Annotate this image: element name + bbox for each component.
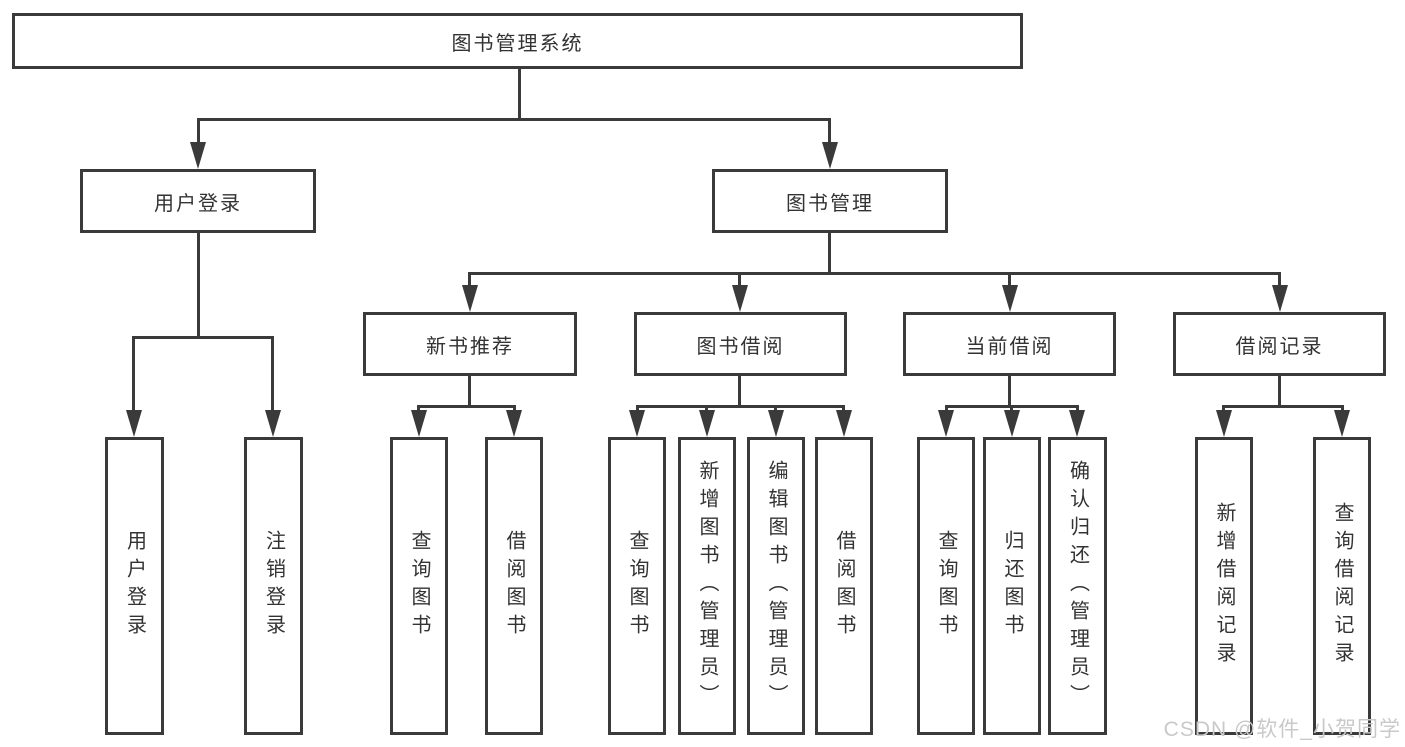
connector-drop — [842, 407, 845, 412]
leaf-query-books-borrowing: 查询图书 — [608, 437, 666, 735]
connector-drop-book-management — [828, 120, 831, 145]
connector-drop-borrow-records — [1278, 274, 1281, 287]
leaf-borrow-books-borrowing: 借阅图书 — [815, 437, 873, 735]
leaf-label: 编辑图书（管理员） — [765, 460, 787, 712]
arrowhead-leaf-user-login — [126, 410, 142, 437]
connector-book-management-bus — [468, 272, 1281, 275]
arrowhead-confirm-return-d — [1069, 410, 1085, 437]
node-label: 借阅记录 — [1235, 335, 1324, 358]
connector-drop — [1341, 407, 1344, 412]
leaf-add-borrow-record: 新增借阅记录 — [1195, 437, 1253, 735]
leaf-label: 新增借阅记录 — [1213, 502, 1235, 670]
connector-drop-new-book — [468, 274, 471, 287]
arrowhead-leaf-logout — [265, 410, 281, 437]
connector-root-bus — [197, 118, 831, 121]
connector-drop — [705, 407, 708, 412]
connector-book-borrow-bus — [636, 405, 845, 408]
connector-current-borrow-bus — [945, 405, 1079, 408]
node-new-book-recommendation: 新书推荐 — [363, 312, 577, 376]
connector-drop — [1076, 407, 1079, 412]
arrowhead-borrow-records — [1272, 285, 1288, 312]
leaf-label: 查询图书 — [626, 530, 648, 642]
connector-drop — [636, 407, 639, 412]
node-label: 当前借阅 — [965, 335, 1054, 358]
arrowhead-book-management — [822, 142, 838, 169]
leaf-label: 确认归还（管理员） — [1066, 460, 1089, 712]
connector-drop — [417, 407, 420, 412]
connector-drop-current-borrow — [1008, 274, 1011, 287]
leaf-confirm-return-admin: 确认归还（管理员） — [1048, 437, 1107, 735]
connector-drop — [774, 407, 777, 412]
leaf-add-books-admin: 新增图书（管理员） — [678, 437, 736, 735]
connector-book-borrow-stem — [738, 376, 741, 407]
leaf-return-books: 归还图书 — [983, 437, 1041, 735]
arrowhead-return-books-d — [1004, 410, 1020, 437]
leaf-query-books-recommend: 查询图书 — [390, 437, 448, 735]
arrowhead-query-books-b — [411, 410, 427, 437]
arrowhead-query-books-d — [938, 410, 954, 437]
node-label: 用户登录 — [154, 192, 242, 215]
arrowhead-add-books-c — [699, 410, 715, 437]
arrowhead-edit-books-c — [768, 410, 784, 437]
connector-drop — [1222, 407, 1225, 412]
leaf-label: 用户登录 — [123, 530, 146, 642]
connector-drop-leaf-logout — [271, 338, 274, 412]
leaf-logout: 注销登录 — [244, 437, 303, 735]
node-label: 图书管理 — [786, 192, 874, 215]
connector-new-book-stem — [468, 376, 471, 407]
leaf-label: 查询图书 — [935, 530, 957, 642]
arrowhead-query-books-c — [629, 410, 645, 437]
arrowhead-current-borrow — [1002, 285, 1018, 312]
leaf-query-books-current: 查询图书 — [917, 437, 975, 735]
connector-drop-leaf-user-login — [132, 338, 135, 412]
leaf-label: 归还图书 — [1001, 530, 1023, 642]
node-book-management: 图书管理 — [712, 169, 948, 233]
arrowhead-new-book — [462, 285, 478, 312]
node-current-borrowing: 当前借阅 — [903, 312, 1116, 376]
connector-book-management-stem — [828, 233, 831, 274]
leaf-label: 注销登录 — [262, 530, 285, 642]
leaf-query-borrow-record: 查询借阅记录 — [1313, 437, 1371, 735]
connector-current-borrow-stem — [1008, 376, 1011, 407]
arrowhead-borrow-books-c — [836, 410, 852, 437]
node-book-borrowing: 图书借阅 — [634, 312, 847, 376]
arrowhead-borrow-books-b — [506, 410, 522, 437]
node-library-management-system: 图书管理系统 — [12, 13, 1023, 69]
arrowhead-add-record-e — [1216, 410, 1232, 437]
connector-user-login-bus — [132, 336, 274, 339]
arrowhead-user-login — [190, 142, 206, 169]
node-label: 新书推荐 — [426, 335, 514, 358]
node-label: 图书借阅 — [696, 335, 785, 358]
node-user-login: 用户登录 — [80, 169, 316, 233]
arrowhead-query-record-e — [1334, 410, 1350, 437]
leaf-label: 借阅图书 — [833, 530, 855, 642]
leaf-label: 借阅图书 — [503, 530, 525, 642]
connector-drop — [513, 407, 516, 412]
leaf-label: 查询借阅记录 — [1331, 502, 1353, 670]
leaf-user-login: 用户登录 — [105, 437, 164, 735]
connector-borrow-records-stem — [1278, 376, 1281, 407]
connector-drop — [1010, 407, 1013, 412]
node-borrowing-records: 借阅记录 — [1173, 312, 1386, 376]
leaf-edit-books-admin: 编辑图书（管理员） — [747, 437, 805, 735]
leaf-borrow-books-recommend: 借阅图书 — [485, 437, 543, 735]
leaf-label: 查询图书 — [408, 530, 430, 642]
connector-user-login-stem — [197, 233, 200, 338]
leaf-label: 新增图书（管理员） — [696, 460, 718, 712]
connector-borrow-records-bus — [1222, 405, 1344, 408]
connector-new-book-bus — [417, 405, 516, 408]
node-label: 图书管理系统 — [451, 32, 584, 55]
connector-drop-user-login — [197, 120, 200, 145]
connector-drop — [945, 407, 948, 412]
connector-root-stem — [518, 68, 521, 120]
connector-drop-book-borrow — [738, 274, 741, 287]
arrowhead-book-borrow — [732, 285, 748, 312]
